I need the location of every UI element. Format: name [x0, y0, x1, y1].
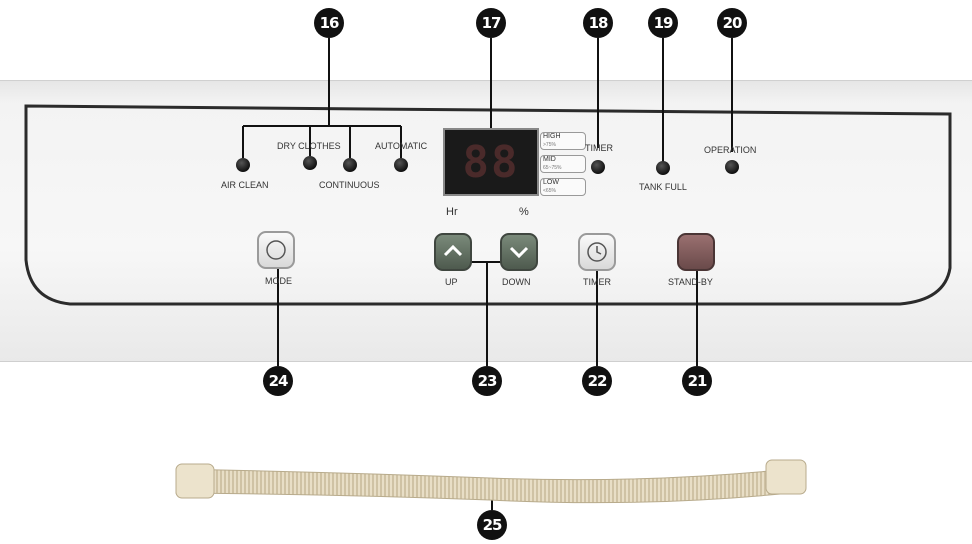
label-timer-button: TIMER — [583, 277, 611, 287]
callout-21: 21 — [682, 366, 712, 396]
led-tank-full — [656, 161, 670, 175]
label-percent: % — [519, 206, 529, 218]
humidity-high-indicator: HIGH >75% — [540, 132, 586, 150]
callout-23: 23 — [472, 366, 502, 396]
led-timer — [591, 160, 605, 174]
humidity-mid-range: 65~75% — [543, 165, 562, 171]
led-continuous — [343, 158, 357, 172]
down-button[interactable] — [500, 233, 538, 271]
led-air-clean — [236, 158, 250, 172]
humidity-low-label: LOW — [543, 179, 559, 186]
led-operation — [725, 160, 739, 174]
timer-button[interactable] — [578, 233, 616, 271]
label-tank-full: TANK FULL — [639, 182, 687, 192]
label-mode: MODE — [265, 276, 292, 286]
label-hr: Hr — [446, 206, 458, 218]
humidity-high-label: HIGH — [543, 133, 561, 140]
label-up: UP — [445, 277, 458, 287]
label-operation: OPERATION — [704, 145, 756, 155]
circle-icon — [259, 233, 293, 267]
led-dry-clothes — [303, 156, 317, 170]
standby-button[interactable] — [677, 233, 715, 271]
label-standby: STAND-BY — [668, 277, 713, 287]
chevron-down-icon — [502, 235, 536, 269]
hose-end-left — [176, 464, 214, 498]
callout-22: 22 — [582, 366, 612, 396]
digital-display: 88 — [443, 128, 539, 196]
humidity-mid-indicator: MID 65~75% — [540, 155, 586, 173]
label-continuous: CONTINUOUS — [319, 180, 380, 190]
humidity-mid-label: MID — [543, 156, 556, 163]
label-air-clean: AIR CLEAN — [221, 180, 269, 190]
hose-end-right — [766, 460, 806, 494]
humidity-low-range: <65% — [543, 188, 556, 194]
label-automatic: AUTOMATIC — [375, 141, 427, 151]
callout-25: 25 — [477, 510, 507, 540]
mode-button[interactable] — [257, 231, 295, 269]
led-automatic — [394, 158, 408, 172]
label-timer-indicator: TIMER — [585, 143, 613, 153]
callout-24: 24 — [263, 366, 293, 396]
chevron-up-icon — [436, 235, 470, 269]
humidity-low-indicator: LOW <65% — [540, 178, 586, 196]
humidity-high-range: >75% — [543, 142, 556, 148]
up-button[interactable] — [434, 233, 472, 271]
label-down: DOWN — [502, 277, 531, 287]
label-dry-clothes: DRY CLOTHES — [277, 141, 341, 151]
clock-icon — [580, 235, 614, 269]
